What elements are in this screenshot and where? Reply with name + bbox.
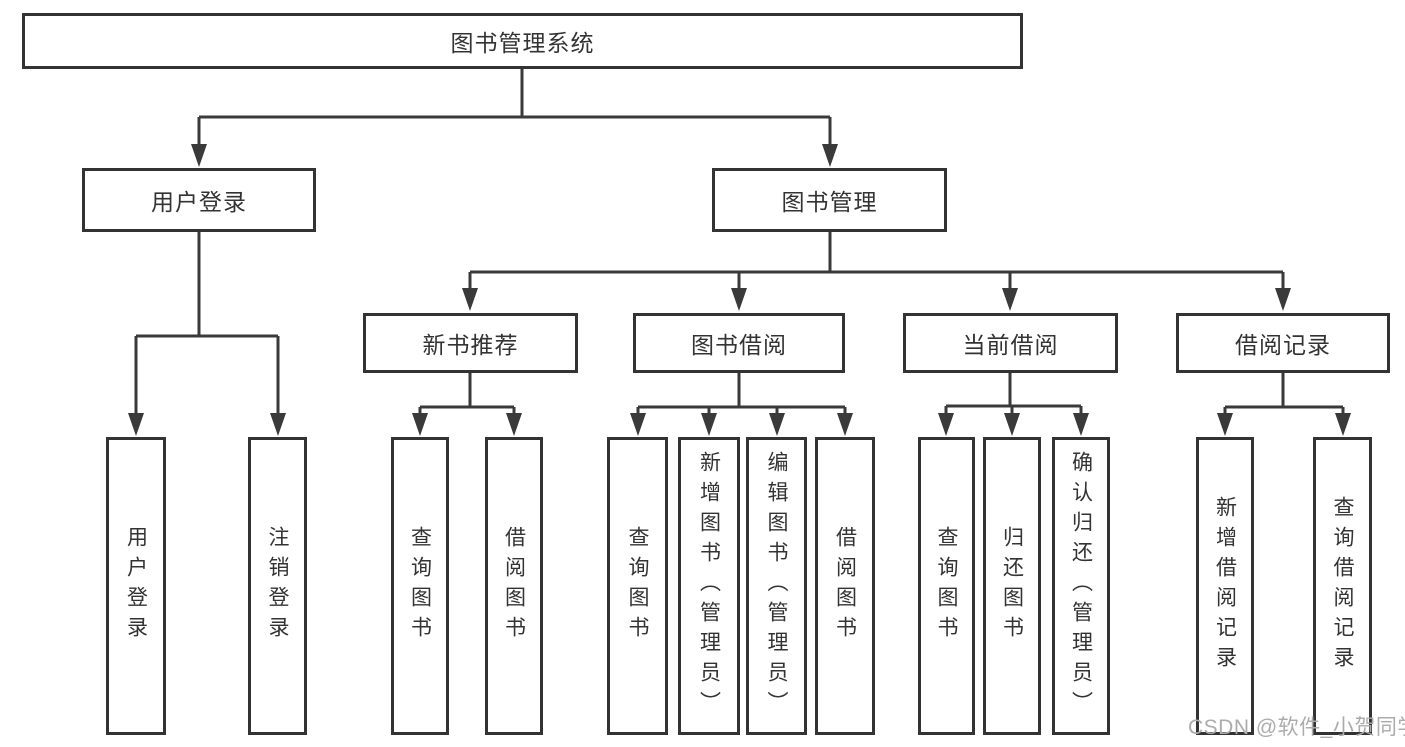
- leaf-return-books: 归还图书: [983, 437, 1041, 735]
- node-book-borrowing: 图书借阅: [633, 313, 845, 373]
- leaf-user-login: 用户登录: [106, 437, 166, 735]
- leaf-query-books-current: 查询图书: [918, 437, 975, 735]
- leaf-add-borrow-record: 新增借阅记录: [1196, 437, 1254, 735]
- leaf-query-borrow-record: 查询借阅记录: [1313, 437, 1372, 735]
- node-system-root: 图书管理系统: [22, 13, 1023, 69]
- arrowheads: [128, 144, 1351, 436]
- leaf-query-books-borrowing: 查询图书: [607, 437, 668, 735]
- leaf-logout: 注销登录: [248, 437, 307, 735]
- leaf-borrow-books-recommend: 借阅图书: [485, 437, 543, 735]
- leaf-borrow-books: 借阅图书: [815, 437, 875, 735]
- node-book-management: 图书管理: [712, 168, 947, 232]
- csdn-watermark: CSDN @软件_小贺同学: [1188, 716, 1405, 739]
- node-current-borrowing: 当前借阅: [903, 313, 1118, 373]
- node-user-login: 用户登录: [82, 168, 316, 232]
- leaf-edit-books-admin: 编辑图书（管理员）: [746, 437, 807, 735]
- node-borrow-records: 借阅记录: [1176, 313, 1390, 373]
- node-new-book-recommend: 新书推荐: [363, 313, 578, 373]
- leaf-confirm-return-admin: 确认归还（管理员）: [1052, 437, 1110, 735]
- leaf-add-books-admin: 新增图书（管理员）: [678, 437, 740, 735]
- leaf-query-books-recommend: 查询图书: [391, 437, 449, 735]
